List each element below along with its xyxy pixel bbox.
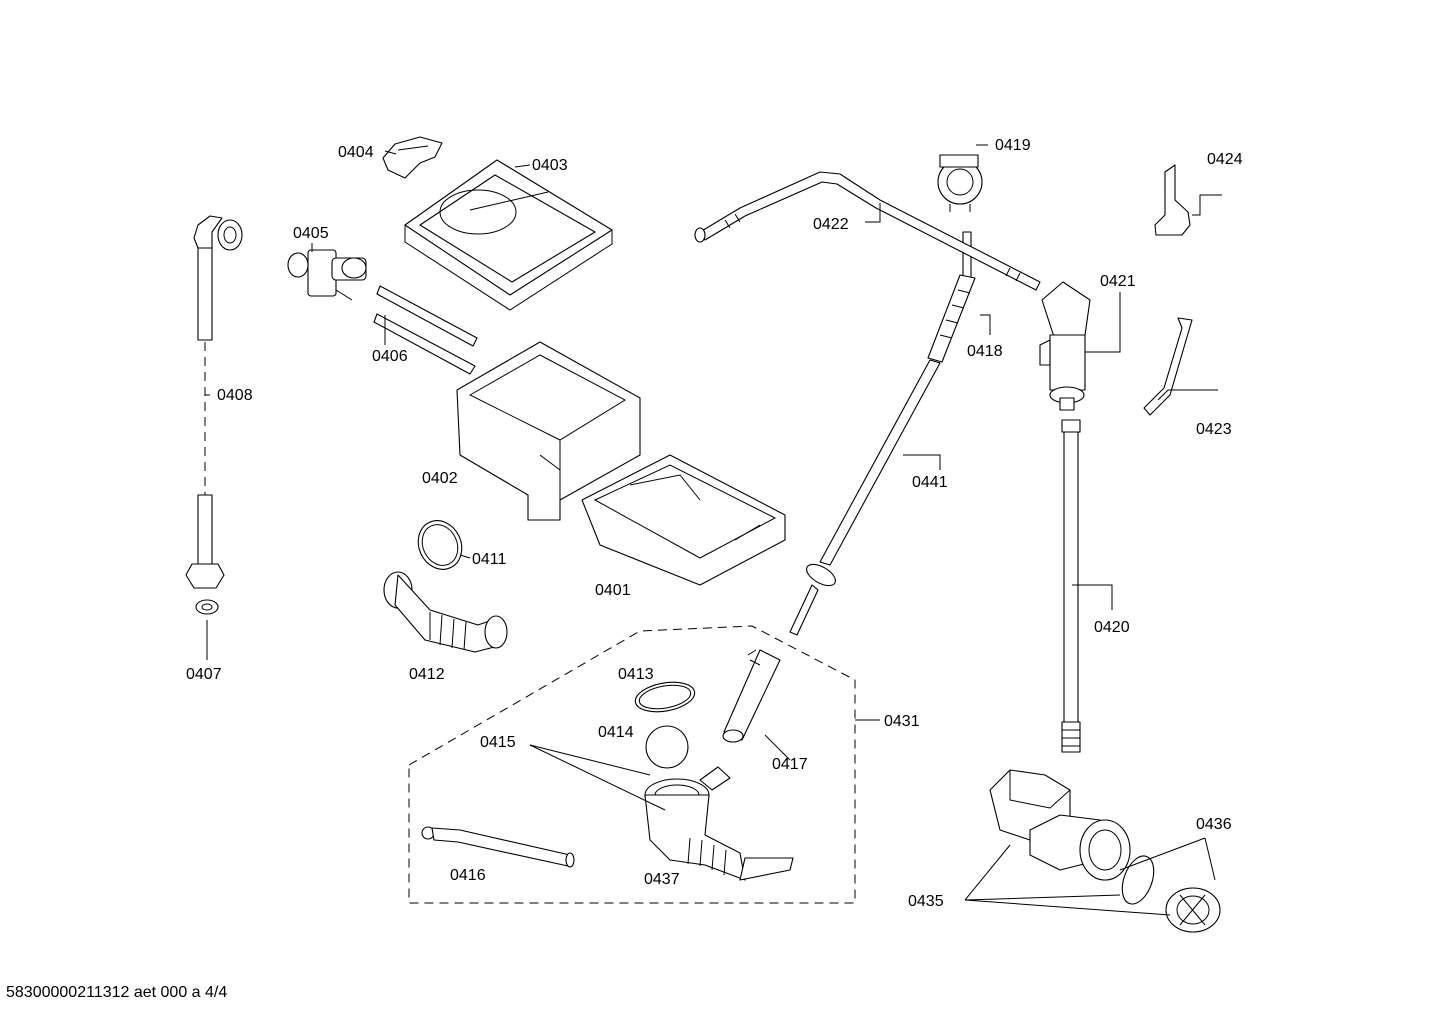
label-0420: 0420 bbox=[1094, 619, 1130, 636]
label-0404: 0404 bbox=[338, 144, 374, 161]
assembly-0431-outline bbox=[408, 625, 856, 904]
label-0413: 0413 bbox=[618, 666, 654, 683]
label-0414: 0414 bbox=[598, 724, 634, 741]
label-0416: 0416 bbox=[450, 867, 486, 884]
label-0437: 0437 bbox=[644, 871, 680, 888]
part-0424-clip[interactable] bbox=[1154, 164, 1191, 236]
part-0416-hose[interactable] bbox=[421, 826, 575, 868]
label-0418: 0418 bbox=[967, 343, 1003, 360]
label-0401: 0401 bbox=[595, 582, 631, 599]
label-0435: 0435 bbox=[908, 893, 944, 910]
label-0412: 0412 bbox=[409, 666, 445, 683]
leader-lines bbox=[205, 144, 1222, 916]
label-0431: 0431 bbox=[884, 713, 920, 730]
label-0419: 0419 bbox=[995, 137, 1031, 154]
part-0422-pipe[interactable] bbox=[694, 171, 1041, 291]
label-0403: 0403 bbox=[532, 157, 568, 174]
label-0406: 0406 bbox=[372, 348, 408, 365]
label-0415: 0415 bbox=[480, 734, 516, 751]
label-0417: 0417 bbox=[772, 756, 808, 773]
part-0404-clip[interactable] bbox=[382, 136, 443, 179]
part-0423-wire[interactable] bbox=[1143, 317, 1193, 416]
part-0437-sump-hose[interactable] bbox=[644, 766, 794, 881]
part-0421-air-trap[interactable] bbox=[1039, 281, 1091, 411]
label-0421: 0421 bbox=[1100, 273, 1136, 290]
part-0419-pressure-switch[interactable] bbox=[937, 154, 983, 212]
part-0417-sensor[interactable] bbox=[722, 649, 781, 743]
label-0411: 0411 bbox=[472, 551, 507, 568]
part-0408-hose[interactable] bbox=[185, 215, 243, 615]
label-0408: 0408 bbox=[217, 387, 253, 404]
label-0405: 0405 bbox=[293, 225, 329, 242]
label-0423: 0423 bbox=[1196, 421, 1232, 438]
part-0435-pump[interactable] bbox=[989, 769, 1221, 933]
part-0401-drawer[interactable] bbox=[581, 454, 786, 586]
part-0412-bellows[interactable] bbox=[383, 571, 508, 653]
part-0402-housing[interactable] bbox=[456, 341, 641, 521]
part-0420-hose[interactable] bbox=[1061, 419, 1081, 753]
part-0405-valve[interactable] bbox=[287, 249, 367, 301]
label-0436: 0436 bbox=[1196, 816, 1232, 833]
label-0422: 0422 bbox=[813, 216, 849, 233]
label-0424: 0424 bbox=[1207, 151, 1243, 168]
part-0413-ring[interactable] bbox=[633, 678, 697, 716]
part-0411-ring[interactable] bbox=[410, 513, 469, 576]
part-0441-hose[interactable] bbox=[789, 359, 941, 636]
label-0407: 0407 bbox=[186, 666, 222, 683]
part-0403-frame[interactable] bbox=[404, 159, 613, 311]
label-0402: 0402 bbox=[422, 470, 458, 487]
part-0406-rods[interactable] bbox=[373, 285, 478, 375]
document-reference: 58300000211312 aet 000 a 4/4 bbox=[6, 984, 227, 1001]
label-0441: 0441 bbox=[912, 474, 948, 491]
part-0414-ball[interactable] bbox=[645, 725, 689, 769]
